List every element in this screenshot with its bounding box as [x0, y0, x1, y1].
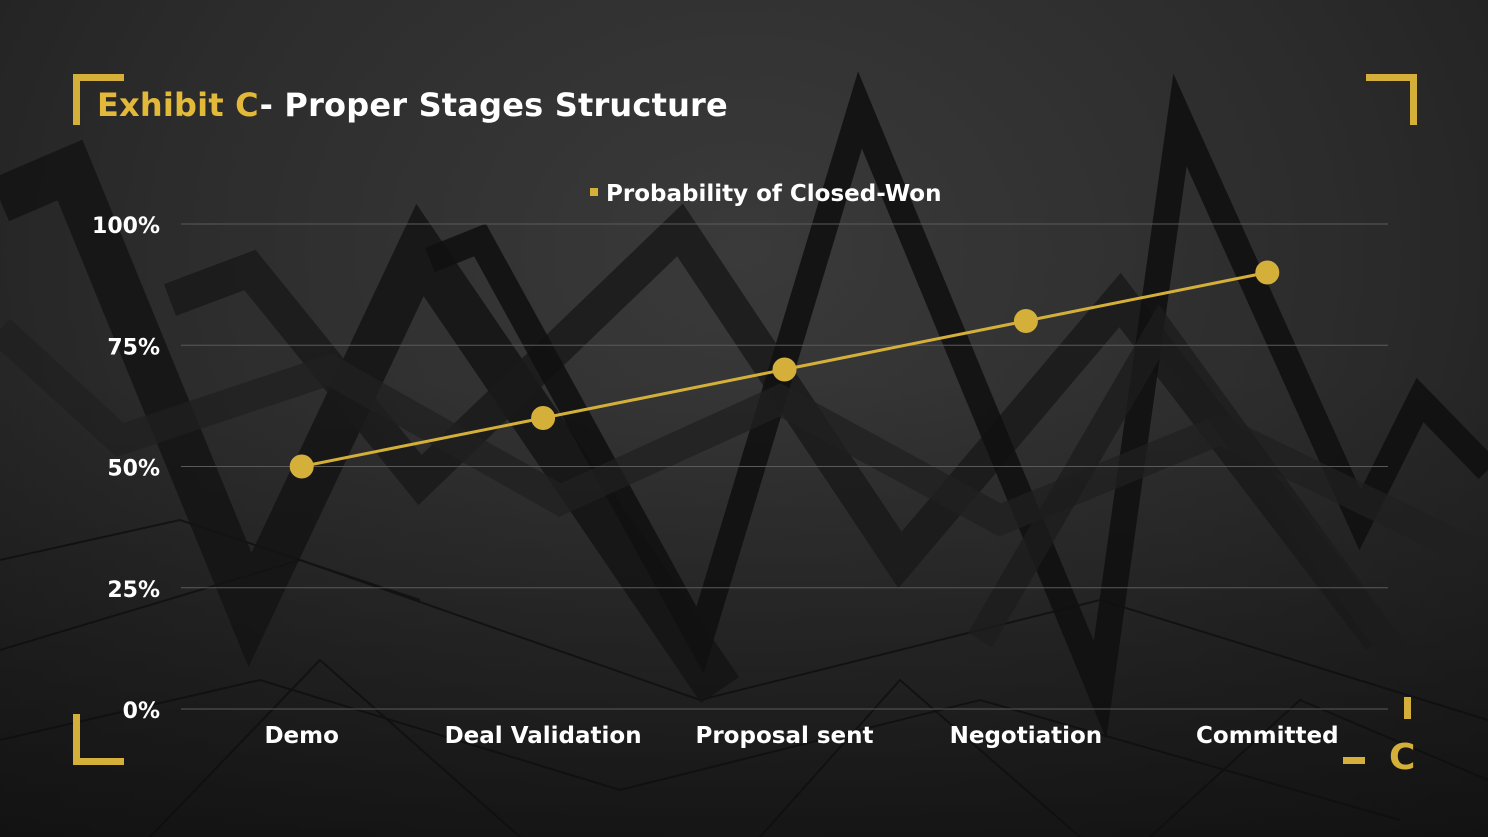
data-point — [1013, 309, 1038, 333]
page-title: Exhibit C- Proper Stages Structure — [97, 86, 728, 124]
chart-gridlines — [181, 223, 1388, 710]
x-tick-label: Deal Validation — [445, 723, 642, 749]
chart-legend: Probability of Closed-Won — [590, 181, 941, 207]
y-tick-label: 75% — [107, 335, 160, 360]
corner-bracket-top-right — [1366, 74, 1417, 125]
brand-logo: C — [1389, 737, 1416, 778]
page-title-accent: Exhibit C — [97, 86, 260, 124]
legend-swatch — [590, 188, 598, 196]
x-tick-label: Negotiation — [950, 723, 1103, 749]
y-tick-label: 25% — [107, 578, 160, 603]
logo-dash-mark — [1343, 757, 1365, 764]
legend-label: Probability of Closed-Won — [606, 181, 941, 207]
y-tick-label: 0% — [123, 699, 160, 724]
data-point — [1255, 260, 1280, 285]
y-axis-ticks: 0% 25% 50% 75% 100% — [92, 214, 160, 724]
x-tick-label: Demo — [264, 723, 338, 749]
data-point — [289, 454, 314, 479]
x-tick-label: Committed — [1196, 723, 1339, 749]
data-point — [531, 406, 556, 430]
corner-bracket-top-left — [73, 74, 124, 125]
data-point — [772, 357, 797, 382]
page-title-rest: - Proper Stages Structure — [259, 86, 728, 124]
y-tick-label: 100% — [92, 214, 160, 239]
chart-series — [289, 260, 1280, 479]
x-axis-ticks: Demo Deal Validation Proposal sent Negotiat… — [264, 723, 1338, 749]
x-tick-label: Proposal sent — [695, 723, 873, 749]
logo-bar-mark — [1404, 697, 1411, 719]
y-tick-label: 50% — [107, 457, 160, 482]
corner-bracket-bottom-left — [73, 714, 124, 765]
